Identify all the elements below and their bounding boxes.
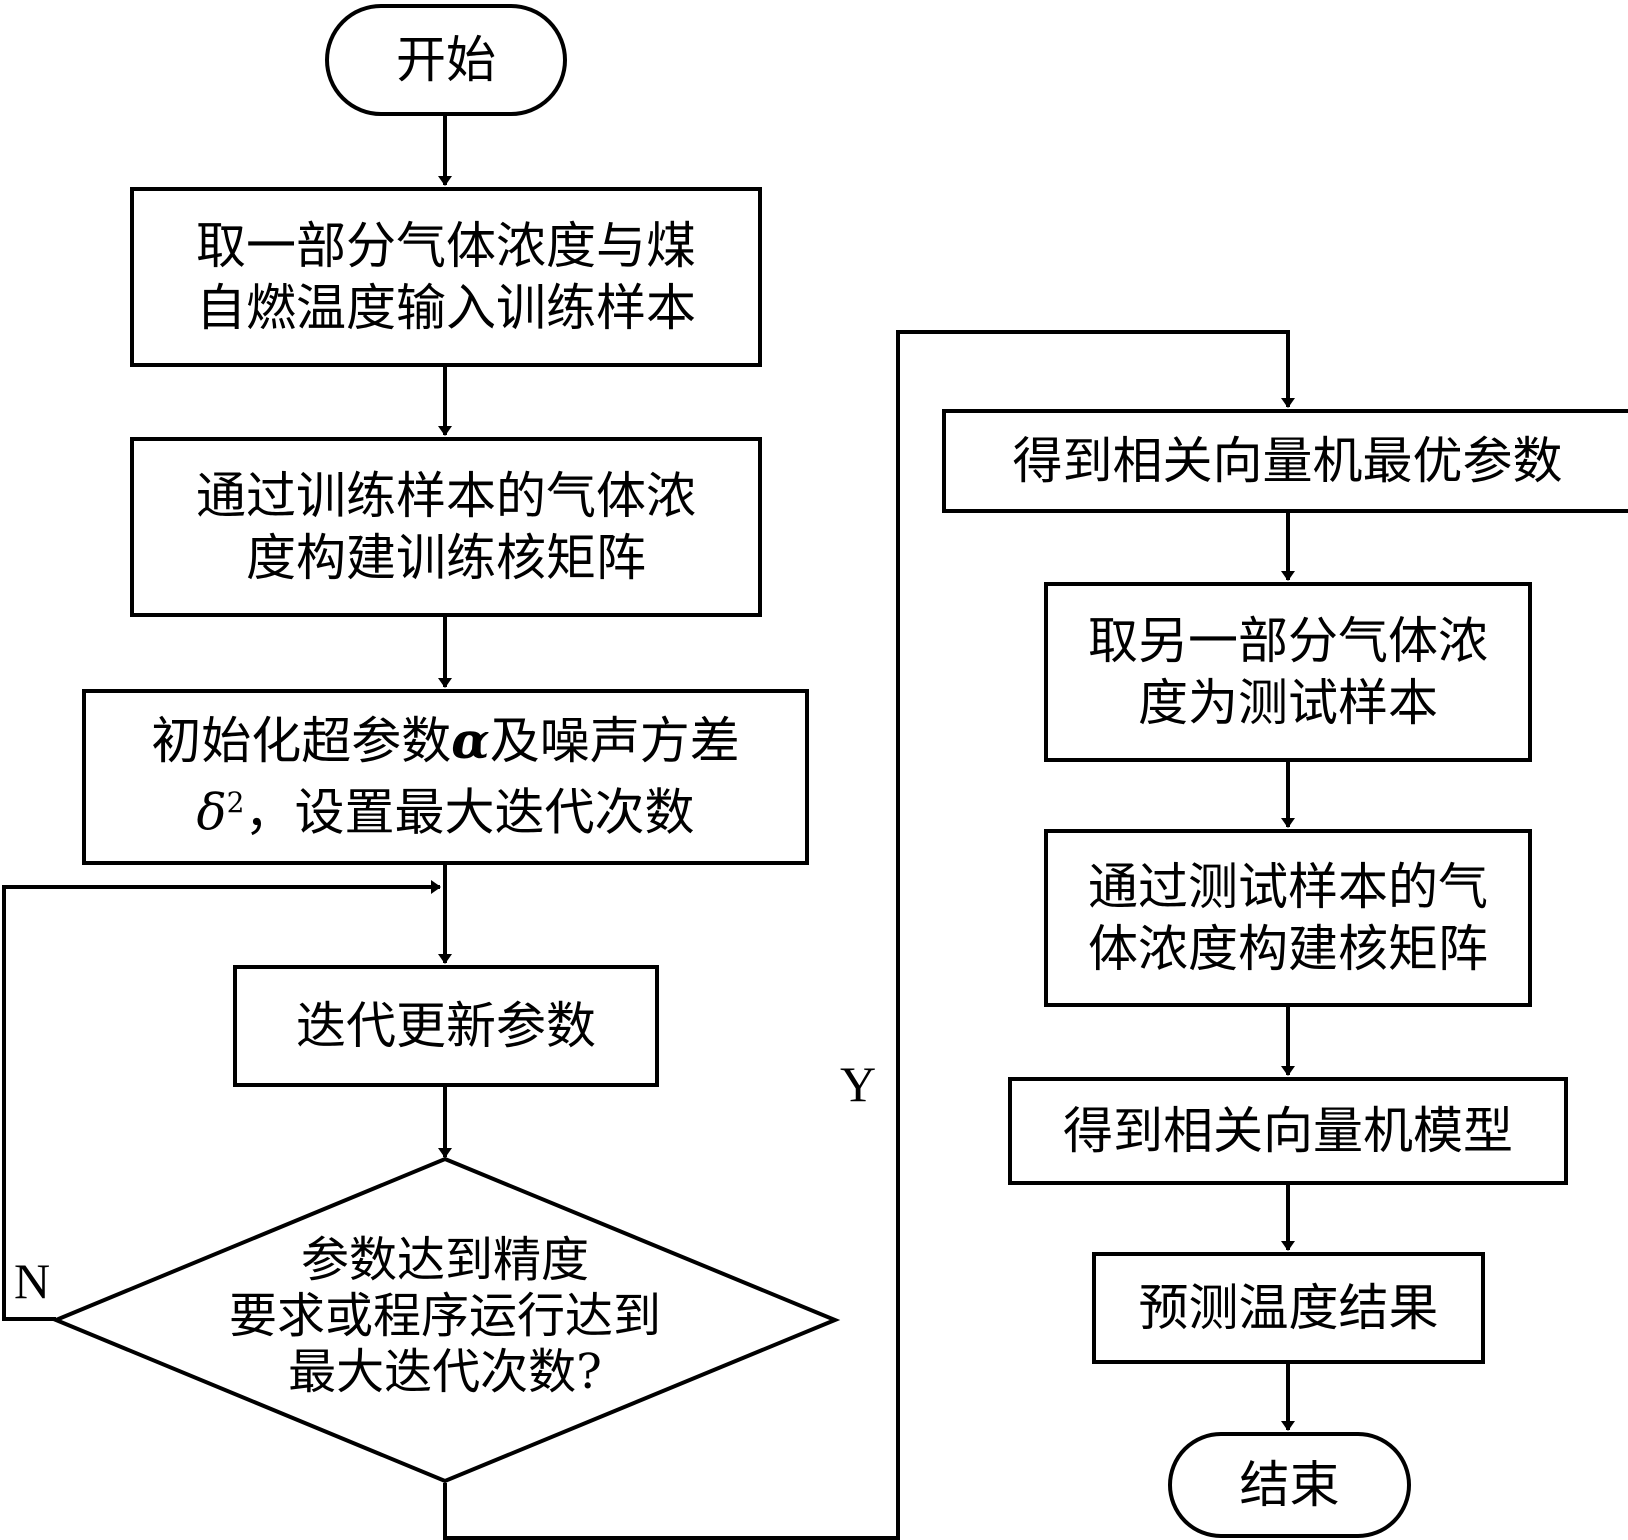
step-rvm-model: 得到相关向量机模型 (1008, 1077, 1568, 1185)
step-test-samples: 取另一部分气体浓 度为测试样本 (1044, 582, 1532, 762)
step-iterate-update: 迭代更新参数 (233, 965, 659, 1087)
loop-no-path (2, 880, 441, 1321)
label-no: N (14, 1253, 51, 1309)
decision-diamond (50, 1156, 841, 1484)
step-test-samples-label: 取另一部分气体浓 度为测试样本 (1088, 612, 1488, 732)
step-rvm-model-label: 得到相关向量机模型 (1063, 1102, 1513, 1160)
end-label: 结束 (1239, 1456, 1340, 1514)
step-build-test-kernel-label: 通过测试样本的气 体浓度构建核矩阵 (1088, 858, 1488, 978)
step-predict-temperature: 预测温度结果 (1092, 1252, 1485, 1364)
label-yes: Y (840, 1056, 877, 1112)
step-input-training-samples-label: 取一部分气体浓度与煤 自燃温度输入训练样本 (196, 217, 696, 337)
step-predict-temperature-label: 预测温度结果 (1138, 1279, 1439, 1337)
decision-label: 参数达到精度 要求或程序运行达到 最大迭代次数? (228, 1232, 661, 1400)
step-optimal-parameters: 得到相关向量机最优参数 (942, 409, 1628, 513)
end-node: 结束 (1168, 1432, 1411, 1538)
step-build-training-kernel-label: 通过训练样本的气体浓 度构建训练核矩阵 (196, 467, 696, 587)
alpha-symbol: α (451, 711, 490, 771)
step-input-training-samples: 取一部分气体浓度与煤 自燃温度输入训练样本 (130, 187, 762, 367)
start-label: 开始 (396, 31, 496, 89)
yes-path (443, 330, 1295, 1540)
step-build-test-kernel: 通过测试样本的气 体浓度构建核矩阵 (1044, 829, 1532, 1007)
start-node: 开始 (325, 4, 567, 116)
step-optimal-parameters-label: 得到相关向量机最优参数 (1012, 432, 1563, 490)
step-build-training-kernel: 通过训练样本的气体浓 度构建训练核矩阵 (130, 437, 762, 617)
delta-symbol: δ (196, 783, 227, 842)
step-iterate-update-label: 迭代更新参数 (296, 997, 596, 1055)
